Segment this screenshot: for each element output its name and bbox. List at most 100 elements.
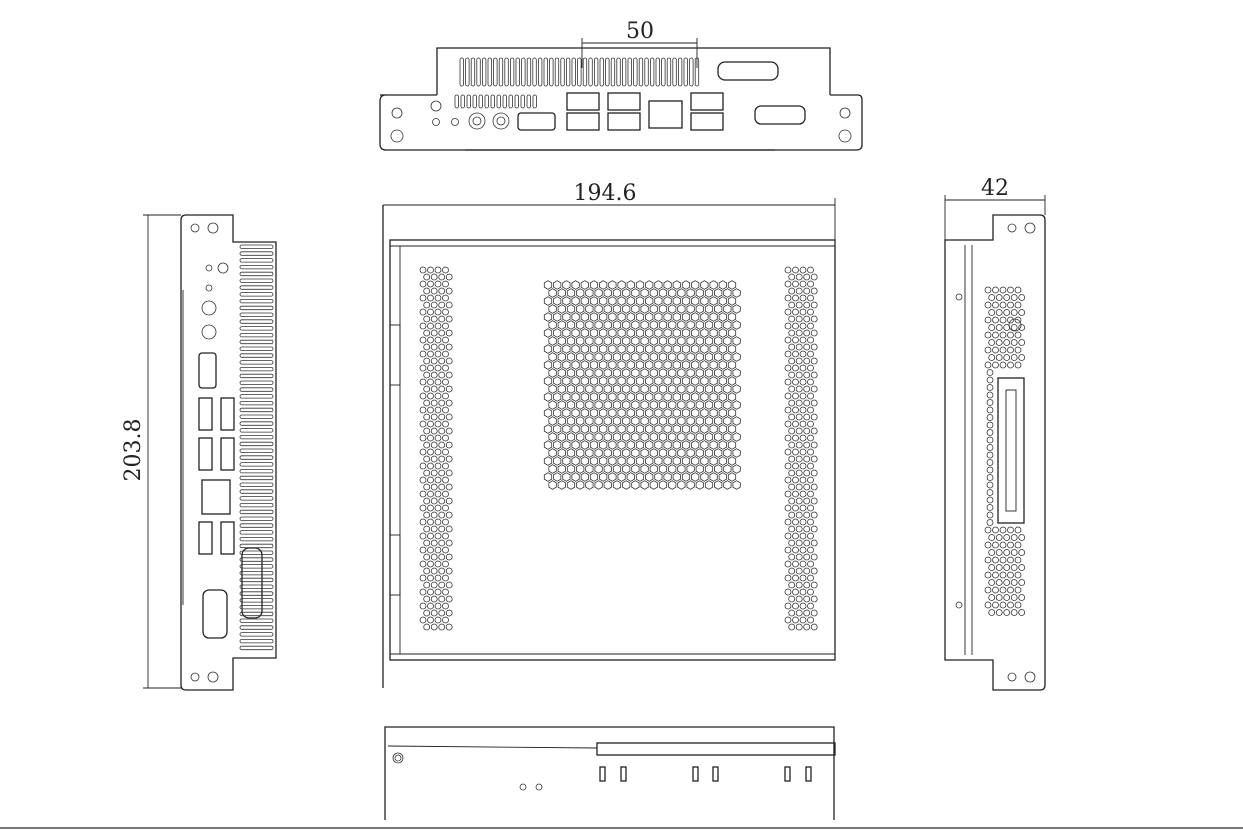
vent-hole bbox=[423, 287, 431, 295]
vent-hole bbox=[792, 406, 799, 414]
hex-vent bbox=[654, 456, 663, 466]
vent-slot bbox=[514, 94, 519, 109]
vent-hole bbox=[810, 315, 818, 323]
hex-vent bbox=[672, 312, 681, 322]
vent-hole bbox=[795, 357, 803, 365]
vent-hole bbox=[442, 336, 449, 344]
vent-hole bbox=[795, 287, 803, 295]
vent-hole bbox=[992, 601, 999, 609]
hex-vent bbox=[700, 392, 709, 402]
vent-slot bbox=[239, 482, 274, 487]
hex-vent bbox=[723, 304, 732, 314]
vent-hole bbox=[810, 539, 818, 547]
hex-vent bbox=[585, 384, 594, 394]
hex-vent bbox=[612, 480, 622, 490]
hex-vent bbox=[557, 384, 566, 394]
hex-vent bbox=[640, 384, 649, 394]
hex-vent bbox=[612, 384, 622, 394]
hex-vent bbox=[649, 336, 658, 346]
dimension-label-42: 42 bbox=[981, 176, 1009, 201]
hex-vent bbox=[557, 320, 566, 330]
vent-hole bbox=[423, 581, 431, 589]
vent-hole bbox=[1007, 346, 1014, 354]
hex-vent bbox=[681, 344, 691, 354]
vent-hole bbox=[438, 581, 446, 589]
hex-vent bbox=[709, 440, 718, 450]
hex-vent bbox=[553, 296, 562, 306]
hex-vent bbox=[585, 304, 594, 314]
hex-vent bbox=[589, 344, 599, 354]
hex-vent bbox=[714, 320, 723, 330]
vent-slot bbox=[465, 57, 470, 87]
hex-vent bbox=[686, 336, 695, 346]
hex-vent bbox=[649, 304, 658, 314]
vent-hole bbox=[788, 301, 796, 309]
hex-vent bbox=[718, 408, 727, 418]
hex-vent bbox=[677, 448, 686, 458]
vent-hole bbox=[427, 532, 434, 540]
vent-hole bbox=[423, 567, 431, 575]
hex-vent bbox=[617, 408, 626, 418]
hex-vent bbox=[709, 392, 718, 402]
vent-hole bbox=[986, 436, 994, 444]
vent-hole bbox=[995, 549, 1003, 556]
hex-vent bbox=[686, 464, 695, 474]
hex-vent bbox=[599, 312, 608, 322]
vent-hole bbox=[438, 273, 446, 281]
hex-vent bbox=[723, 448, 732, 458]
vent-hole bbox=[434, 448, 442, 456]
vent-slot bbox=[239, 285, 274, 290]
hex-vent bbox=[608, 440, 617, 450]
hex-vent bbox=[718, 456, 727, 466]
vent-slot bbox=[239, 537, 274, 542]
vent-hole bbox=[784, 462, 792, 470]
hex-vent bbox=[645, 296, 654, 306]
hex-vent bbox=[622, 288, 631, 298]
hex-vent bbox=[723, 416, 732, 426]
hex-vent bbox=[543, 472, 553, 482]
vent-hole bbox=[807, 406, 814, 414]
vent-hole bbox=[438, 455, 446, 463]
hex-vent bbox=[585, 288, 594, 298]
vent-hole bbox=[434, 406, 442, 414]
hex-vent bbox=[603, 288, 612, 298]
vent-hole bbox=[1018, 324, 1026, 331]
vent-hole bbox=[445, 385, 453, 393]
vent-hole bbox=[788, 511, 796, 519]
vent-hole bbox=[445, 343, 453, 351]
hex-vent bbox=[580, 408, 589, 418]
hex-vent bbox=[576, 416, 585, 426]
vent-hole bbox=[1003, 534, 1011, 541]
hex-vent bbox=[649, 400, 658, 410]
hex-vent bbox=[681, 280, 691, 290]
vent-hole bbox=[795, 497, 803, 505]
hex-vent bbox=[668, 304, 677, 314]
vent-hole bbox=[1014, 286, 1022, 294]
hex-vent bbox=[681, 392, 691, 402]
hex-vent bbox=[576, 368, 585, 378]
vent-slot bbox=[239, 400, 274, 406]
hex-vent bbox=[576, 288, 585, 298]
vent-hole bbox=[438, 427, 446, 435]
vent-hole bbox=[434, 364, 442, 372]
vent-hole bbox=[1014, 571, 1022, 579]
hex-vent bbox=[695, 288, 704, 298]
hex-vent bbox=[663, 328, 672, 338]
hex-vent bbox=[635, 392, 645, 402]
vent-hole bbox=[807, 504, 814, 512]
hex-vent bbox=[672, 408, 681, 418]
vent-hole bbox=[803, 413, 811, 421]
hex-vent bbox=[553, 344, 562, 354]
vent-hole bbox=[799, 336, 807, 344]
hex-vent bbox=[668, 320, 677, 330]
vent-hole bbox=[792, 266, 799, 274]
hex-vent bbox=[576, 448, 585, 458]
vent-hole bbox=[784, 364, 792, 372]
vent-hole bbox=[810, 469, 818, 477]
vent-hole bbox=[427, 574, 434, 582]
hex-vent bbox=[668, 368, 677, 378]
hex-vent bbox=[548, 368, 557, 378]
hex-vent bbox=[718, 280, 727, 290]
vent-hole bbox=[445, 427, 453, 435]
vent-hole bbox=[445, 371, 453, 379]
